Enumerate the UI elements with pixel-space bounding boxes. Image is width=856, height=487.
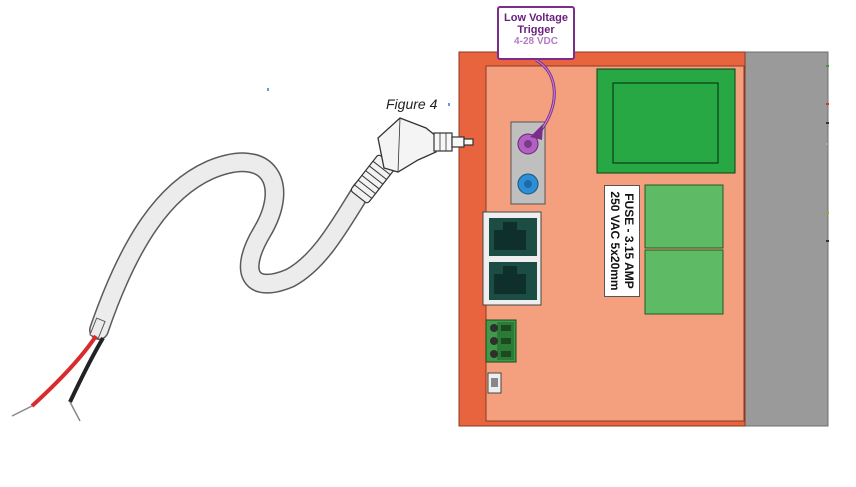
trigger-cable [89,152,372,340]
figure-label: Figure 4 [386,96,438,112]
fuse-label-line2: 250 VAC 5x20mm [608,191,622,291]
callout-line3: 4-28 VDC [514,36,558,47]
fuse-label-line1: FUSE - 3.15 AMP [622,193,636,289]
transformer-core [612,82,719,164]
plug-barrel [433,132,474,152]
right-angle-plug [377,117,437,173]
stripped-wires [11,334,105,422]
trigger-callout: Low Voltage Trigger 4-28 VDC [497,6,575,60]
three-pin-terminal[interactable] [485,319,517,363]
rj45-port-upper[interactable] [489,218,537,256]
fuse-label: FUSE - 3.15 AMP 250 VAC 5x20mm [604,185,640,297]
callout-line2: Trigger [517,24,555,36]
terminal-block-upper [644,184,724,249]
rj45-port-lower[interactable] [489,262,537,300]
callout-line1: Low Voltage [504,12,568,24]
terminal-block-lower [644,249,724,315]
side-panel [743,51,829,427]
